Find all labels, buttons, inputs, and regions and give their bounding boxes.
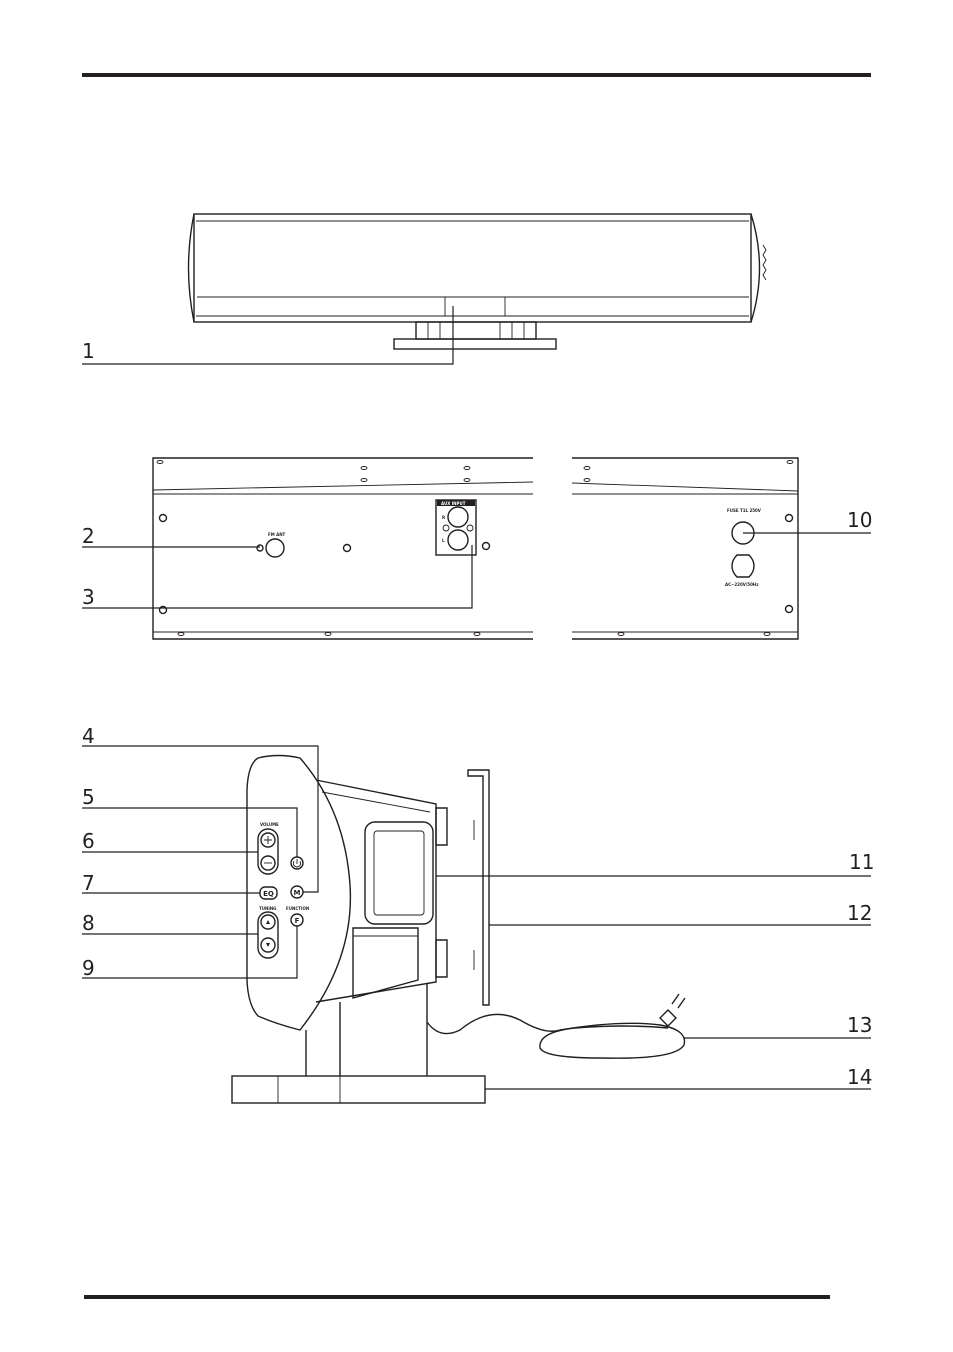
leader-lines: [82, 306, 871, 1089]
function-button-label: F: [295, 917, 300, 925]
callout-9: 9: [82, 956, 95, 980]
fuse-label: FUSE T1L 250V: [727, 508, 762, 513]
mode-button-label: M: [294, 889, 301, 897]
ac-rating-label: AC~220V/50Hz: [725, 582, 759, 587]
callout-13: 13: [847, 1013, 872, 1037]
callout-2: 2: [82, 524, 95, 548]
aux-input-label: AUX INPUT: [441, 501, 466, 506]
aux-r-jack[interactable]: [448, 507, 468, 527]
front-view: [189, 214, 767, 349]
callout-7: 7: [82, 871, 95, 895]
callout-3: 3: [82, 585, 95, 609]
eq-button-label: EQ: [263, 890, 274, 898]
base-stand: [232, 1076, 485, 1103]
tuning-label: TUNING: [259, 906, 276, 911]
power-socket: [732, 555, 754, 577]
callout-6: 6: [82, 829, 95, 853]
side-view: VOLUME EQ M TUNING FUNCTION F: [232, 756, 685, 1104]
fm-ant-label: FM ANT: [268, 532, 286, 537]
top-rule: [82, 73, 871, 77]
callout-1: 1: [82, 339, 95, 363]
callout-8: 8: [82, 911, 95, 935]
volume-label: VOLUME: [260, 822, 279, 827]
callout-4: 4: [82, 724, 95, 748]
aux-l-jack[interactable]: [448, 530, 468, 550]
callout-14: 14: [847, 1065, 872, 1089]
callout-12: 12: [847, 901, 872, 925]
rear-view: FM ANT AUX INPUT R L FUSE T1L 250V AC~22…: [153, 458, 798, 639]
callout-5: 5: [82, 785, 95, 809]
function-label: FUNCTION: [286, 906, 309, 911]
power-cord: [427, 1014, 685, 1058]
callout-numbers: 1 2 3 4 5 6 7 8 9 10 11 12 13 14: [82, 339, 874, 1089]
bottom-rule: [84, 1295, 830, 1299]
fm-antenna-jack[interactable]: [266, 539, 284, 557]
callout-10: 10: [847, 508, 872, 532]
aux-r-label: R: [442, 515, 445, 520]
aux-l-label: L: [442, 538, 445, 543]
callout-11: 11: [849, 850, 874, 874]
